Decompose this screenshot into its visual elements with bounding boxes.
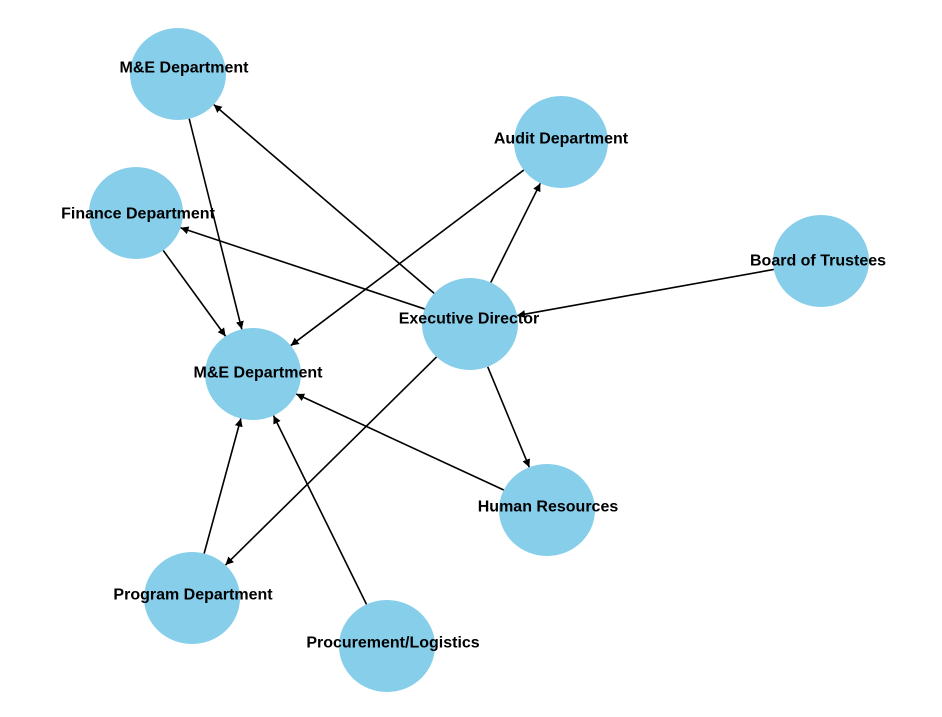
edge-exec-to-program	[224, 356, 438, 566]
node-procurement	[339, 600, 435, 692]
node-label-program: Program Department	[113, 587, 273, 604]
node-me_center	[205, 328, 301, 420]
edge-exec-to-finance	[180, 226, 425, 310]
node-label-audit: Audit Department	[494, 131, 629, 148]
node-audit	[514, 96, 608, 188]
nodes-layer	[89, 28, 869, 692]
node-label-exec: Executive Director	[399, 311, 540, 328]
node-label-hr: Human Resources	[478, 499, 619, 516]
node-program	[144, 552, 240, 644]
edge-audit-to-me_center	[290, 169, 525, 347]
node-finance	[89, 167, 183, 259]
node-label-finance: Finance Department	[61, 206, 215, 223]
node-me_top	[130, 28, 226, 120]
edges-layer	[162, 104, 774, 605]
node-label-procurement: Procurement/Logistics	[306, 635, 479, 652]
node-label-me_center: M&E Department	[194, 365, 324, 382]
edge-exec-to-hr	[486, 366, 531, 468]
edge-exec-to-me_top	[213, 104, 435, 294]
edge-exec-to-audit	[490, 182, 542, 283]
edge-board-to-exec	[517, 268, 774, 319]
node-exec	[422, 278, 518, 370]
node-label-board: Board of Trustees	[750, 253, 886, 270]
edge-program-to-me_center	[203, 418, 243, 554]
node-board	[773, 215, 869, 307]
edge-procurement-to-me_center	[272, 415, 368, 605]
node-label-me_top: M&E Department	[120, 60, 250, 77]
edge-finance-to-me_center	[162, 250, 227, 337]
edge-hr-to-me_center	[295, 393, 505, 491]
node-hr	[499, 464, 595, 556]
edge-me_top-to-me_center	[188, 118, 244, 330]
